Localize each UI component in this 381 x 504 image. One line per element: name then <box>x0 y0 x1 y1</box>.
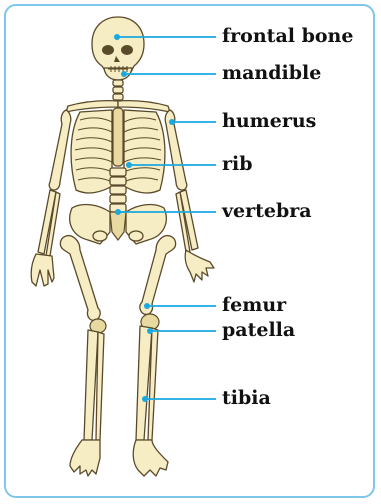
right-arm <box>165 110 214 282</box>
humerus-label: humerus <box>222 112 316 131</box>
tibia-label: tibia <box>222 389 271 408</box>
right-leg <box>133 236 175 476</box>
patella-label: patella <box>222 321 295 340</box>
rib-label: rib <box>222 155 253 174</box>
left-arm <box>31 110 71 286</box>
cervical-spine <box>113 80 123 100</box>
femur-label: femur <box>222 296 286 315</box>
left-leg <box>60 236 106 476</box>
lumbar-spine <box>110 168 126 212</box>
vertebra-label: vertebra <box>222 202 312 221</box>
skull <box>92 17 144 80</box>
frontal-bone-label: frontal bone <box>222 27 353 46</box>
mandible-label: mandible <box>222 64 321 83</box>
